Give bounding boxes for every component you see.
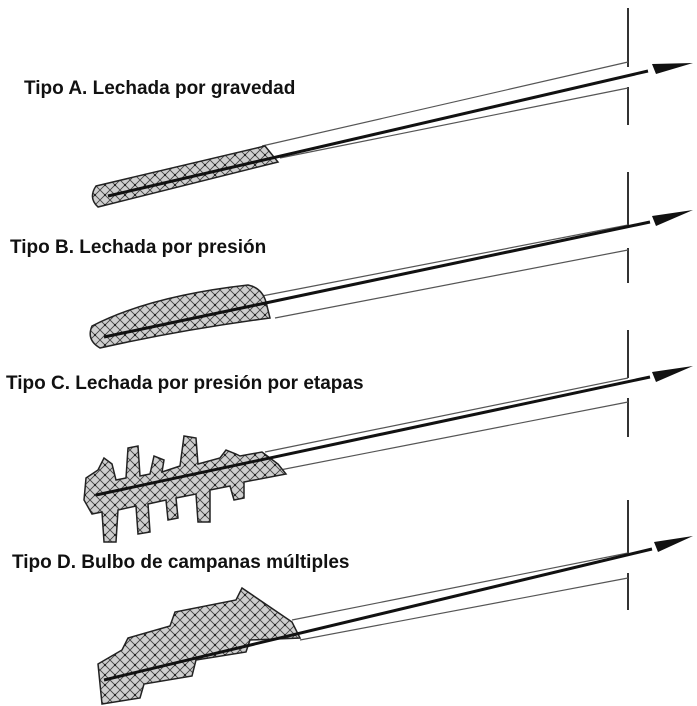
grout-bulb [91, 145, 280, 208]
tendon-bar [95, 375, 651, 497]
label-tipo-c: Tipo C. Lechada por presión por etapas [6, 373, 364, 394]
borehole-walls [291, 552, 629, 641]
tendon-bar [103, 547, 653, 682]
arrow-head [652, 366, 693, 382]
label-tipo-a: Tipo A. Lechada por gravedad [24, 78, 296, 99]
label-tipo-d: Tipo D. Bulbo de campanas múltiples [12, 552, 350, 573]
anchor-type-d [97, 500, 693, 705]
tendon-bar [103, 220, 651, 339]
borehole-walls [261, 61, 629, 159]
anchor-type-b [89, 172, 693, 349]
grout-bulb [97, 586, 302, 705]
anchor-type-c [83, 330, 693, 543]
label-tipo-b: Tipo B. Lechada por presión [10, 237, 267, 258]
arrow-head [652, 210, 693, 226]
tendon-bar [107, 69, 649, 198]
arrow-head [654, 536, 693, 552]
arrow-head [652, 63, 693, 74]
anchor-type-a [91, 8, 693, 208]
grout-bulb [83, 435, 288, 543]
grout-bulb [89, 284, 271, 349]
borehole-walls [264, 377, 629, 471]
borehole-walls [261, 224, 629, 319]
